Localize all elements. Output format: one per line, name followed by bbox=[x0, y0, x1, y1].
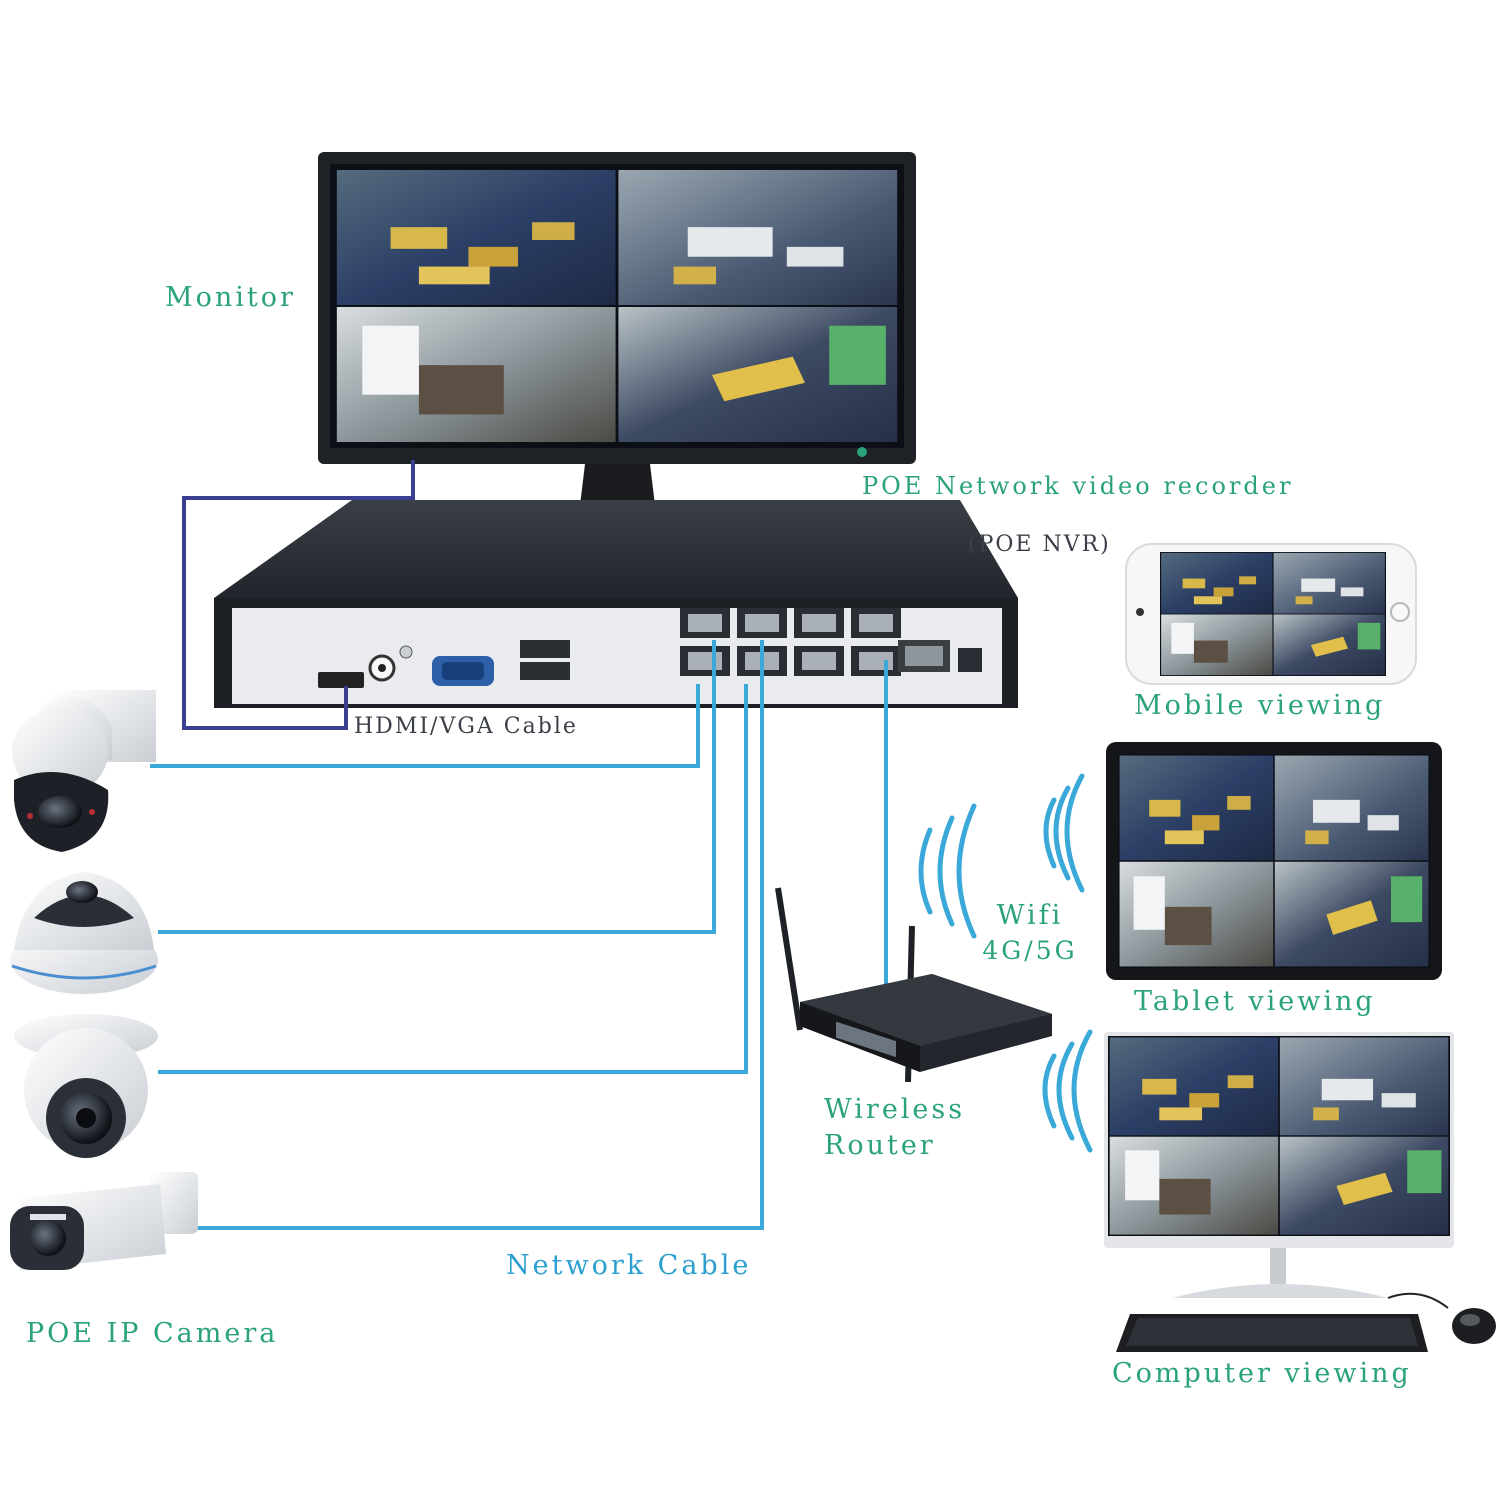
wifi-waves-icon bbox=[1042, 1029, 1093, 1153]
mobile-viewing-label: Mobile viewing bbox=[1134, 690, 1386, 721]
computer-screen bbox=[1108, 1036, 1450, 1236]
smartphone-icon bbox=[1125, 543, 1417, 685]
dome-camera-icon bbox=[10, 872, 158, 994]
network-cables bbox=[150, 640, 888, 1230]
monitor bbox=[318, 152, 916, 548]
nvr-title-label: POE Network video recorder bbox=[862, 472, 1294, 500]
power-led-icon bbox=[857, 447, 867, 457]
nvr-recorder bbox=[214, 500, 1018, 708]
wifi-bands-label: 4G/5G bbox=[982, 936, 1078, 965]
tablet-screen bbox=[1118, 754, 1430, 968]
power-jack-icon bbox=[958, 648, 982, 672]
network-cable-label: Network Cable bbox=[506, 1250, 752, 1281]
mouse-icon bbox=[1387, 1292, 1496, 1344]
keyboard-icon bbox=[1116, 1314, 1428, 1352]
wireless-router-icon bbox=[775, 887, 1052, 1083]
tablet-icon bbox=[1106, 742, 1442, 980]
phone-screen bbox=[1160, 552, 1386, 676]
desktop-computer-icon bbox=[1104, 1032, 1454, 1298]
hdmi-cable-label: HDMI/VGA Cable bbox=[354, 714, 578, 739]
wifi-waves-icon bbox=[918, 803, 977, 939]
nvr-short-label: (POE NVR) bbox=[968, 532, 1111, 557]
ptz-camera-icon bbox=[12, 690, 156, 852]
tablet-viewing-label: Tablet viewing bbox=[1134, 986, 1376, 1017]
monitor-label: Monitor bbox=[165, 282, 296, 313]
wifi-waves-icon bbox=[1043, 773, 1085, 893]
usb-port-icon bbox=[520, 640, 570, 658]
router-label: Wireless bbox=[824, 1094, 966, 1125]
poe-camera-label: POE IP Camera bbox=[26, 1318, 279, 1349]
wifi-label: Wifi bbox=[996, 900, 1064, 931]
monitor-screen bbox=[334, 168, 900, 444]
turret-camera-icon bbox=[14, 1014, 158, 1158]
computer-viewing-label: Computer viewing bbox=[1112, 1358, 1412, 1389]
poe-ports bbox=[680, 608, 901, 676]
router-label-line2: Router bbox=[824, 1130, 936, 1161]
hdmi-vga-cable-line bbox=[182, 460, 415, 730]
bullet-camera-icon bbox=[10, 1172, 198, 1270]
hdmi-port-icon bbox=[318, 672, 364, 688]
